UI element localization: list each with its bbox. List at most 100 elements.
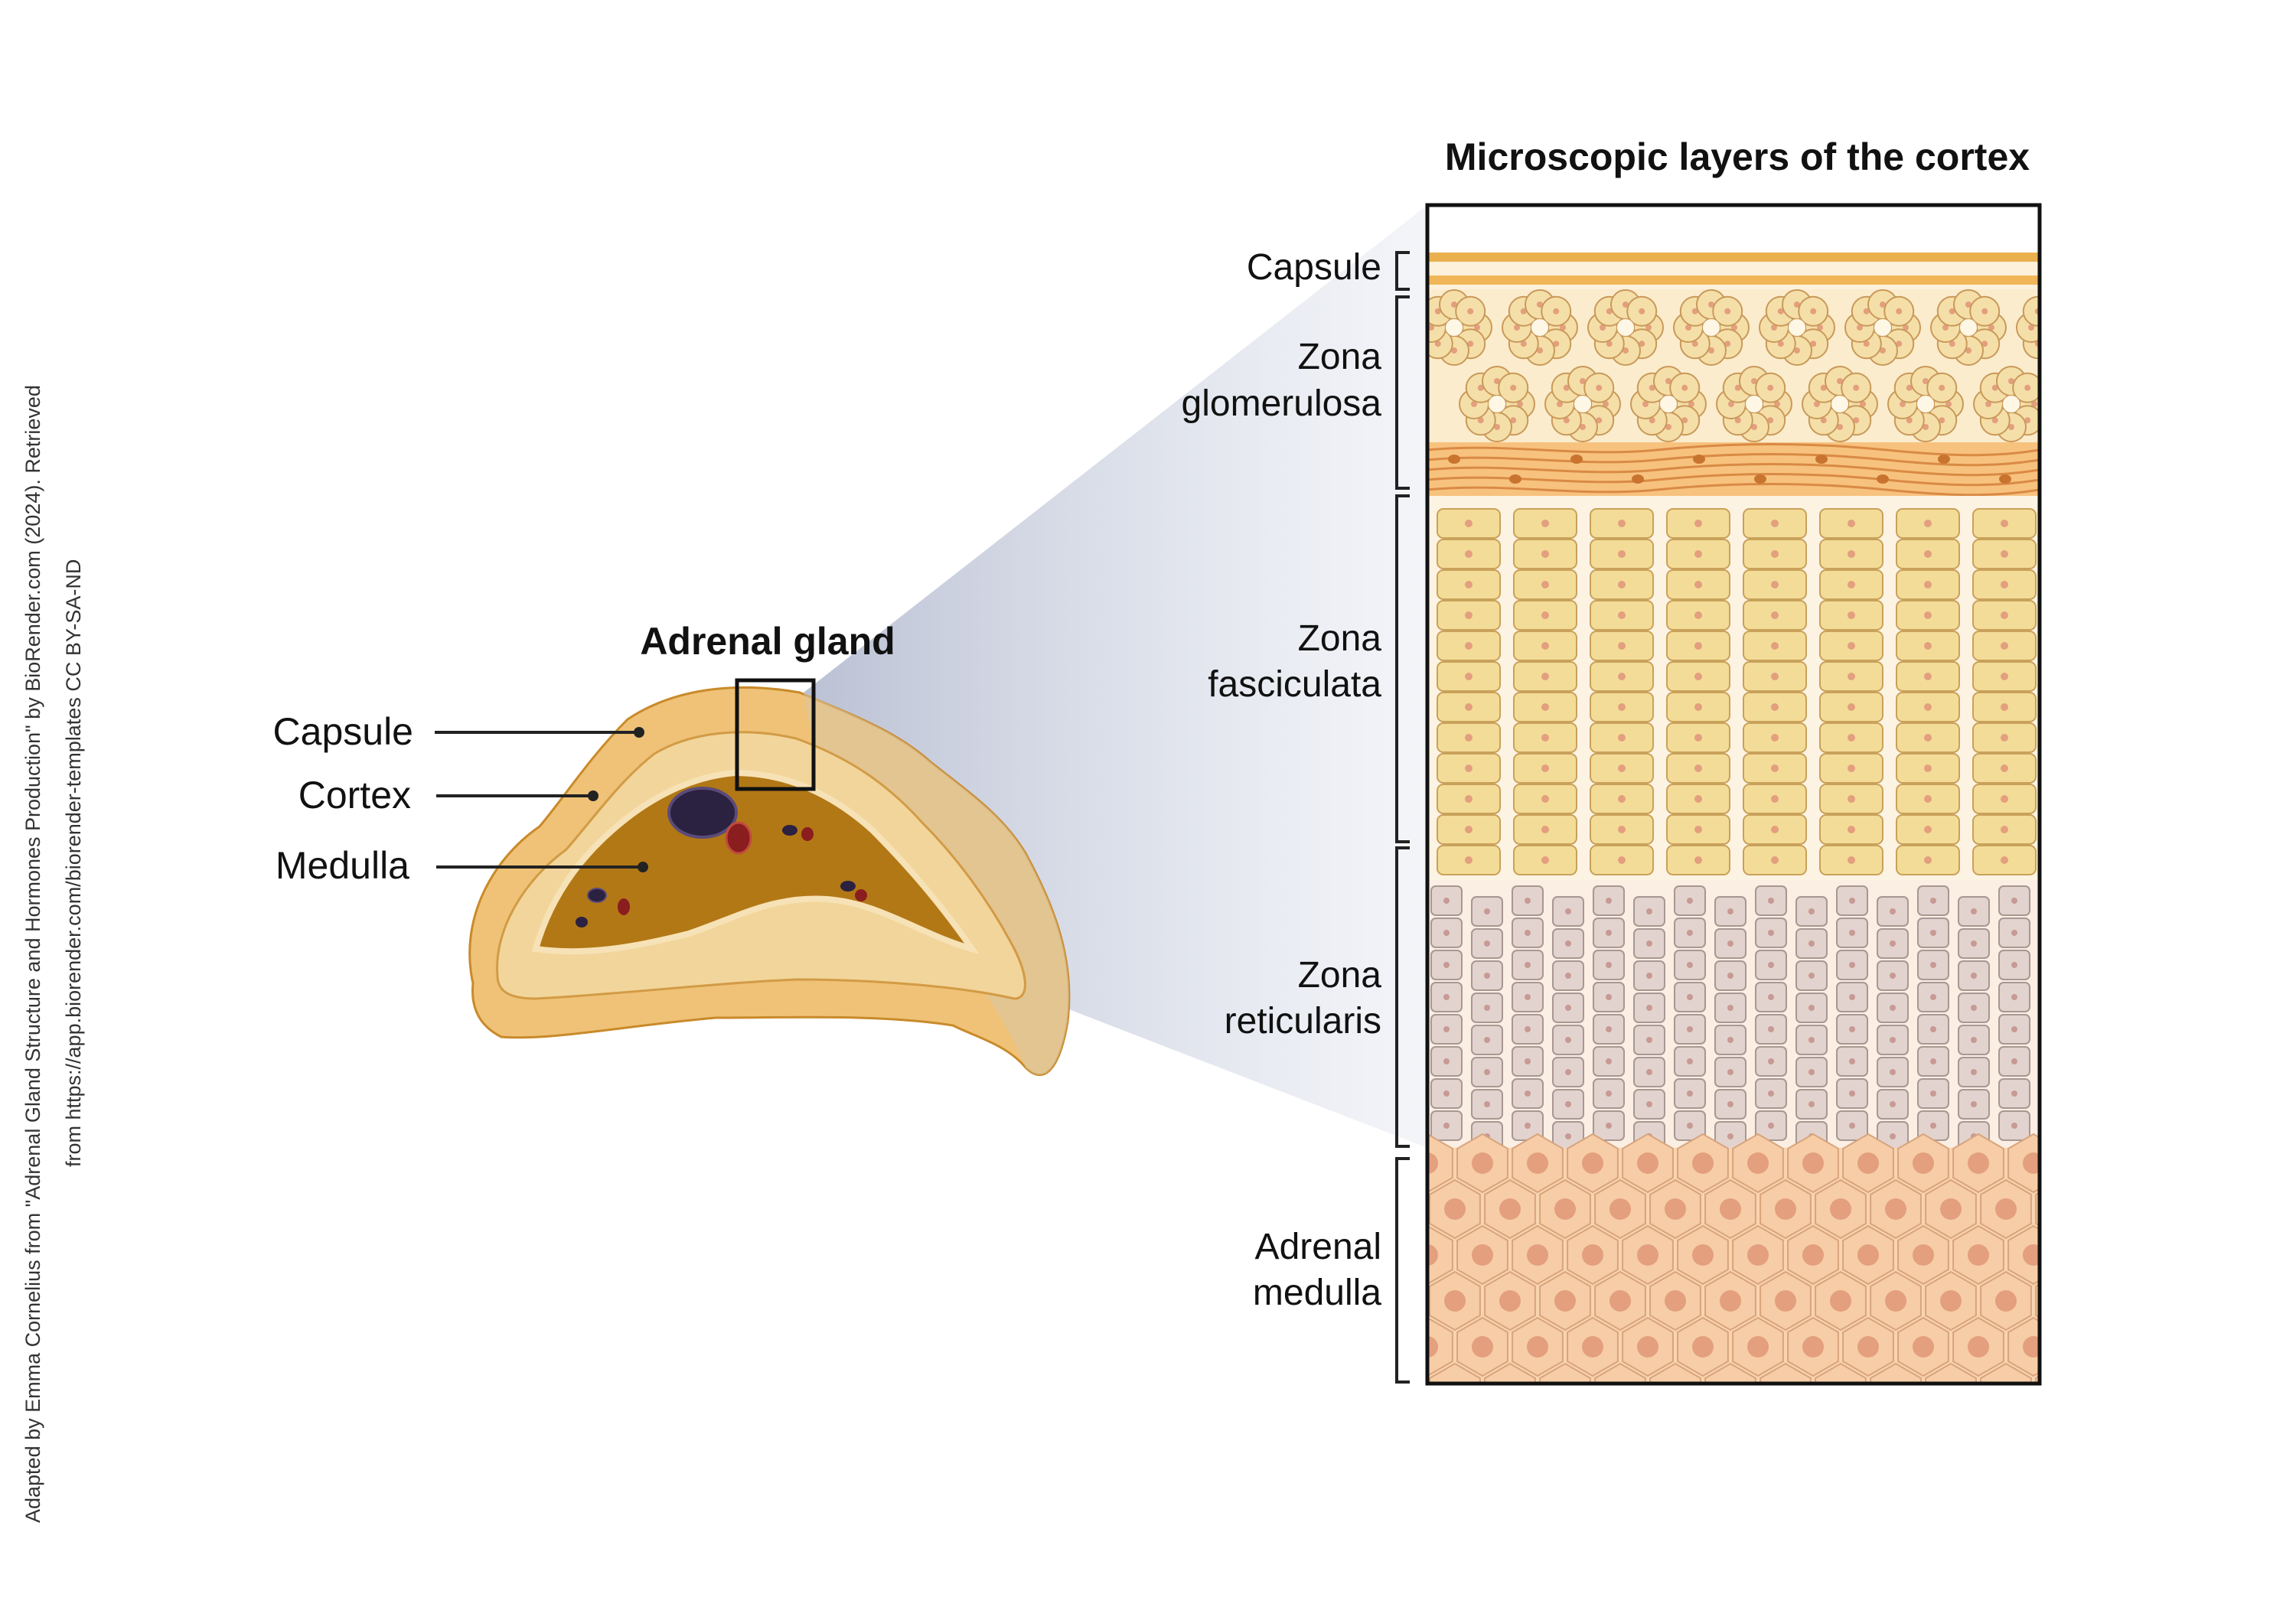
fibroblast-nucleus	[1877, 474, 1889, 484]
rosette-lumen	[1874, 319, 1891, 336]
cell-nucleus	[2011, 930, 2017, 936]
cell-nucleus	[1687, 1026, 1693, 1032]
cell-nucleus	[1444, 1290, 1466, 1312]
cell-nucleus	[1848, 795, 1855, 803]
cell-nucleus	[1443, 1090, 1450, 1097]
cell-nucleus	[1890, 973, 1896, 979]
central-vein	[669, 788, 736, 837]
credit-note: Adapted by Emma Cornelius from "Adrenal …	[21, 385, 85, 1523]
cell-nucleus	[1639, 308, 1645, 315]
cell-nucleus	[1541, 550, 1549, 558]
cell-nucleus	[1541, 581, 1549, 588]
cell-nucleus	[1968, 1336, 1989, 1358]
cell-nucleus	[1808, 973, 1815, 979]
cell-nucleus	[1692, 1336, 1714, 1358]
cell-nucleus	[1525, 962, 1531, 968]
cell-nucleus	[2001, 703, 2008, 711]
cell-nucleus	[1913, 1152, 1934, 1174]
cell-nucleus	[1808, 1101, 1815, 1107]
cell-nucleus	[1665, 1198, 1686, 1220]
cell-nucleus	[1565, 1069, 1571, 1075]
cell-nucleus	[1609, 1198, 1631, 1220]
cell-nucleus	[1768, 994, 1774, 1000]
cell-nucleus	[1694, 550, 1702, 558]
cell-nucleus	[1810, 308, 1816, 315]
cell-nucleus	[1596, 385, 1602, 391]
cell-nucleus	[2001, 734, 2008, 742]
cell-nucleus	[1849, 1090, 1855, 1097]
fibroblast-nucleus	[1570, 455, 1583, 464]
cell-nucleus	[1687, 962, 1693, 968]
cell-nucleus	[1808, 1005, 1815, 1011]
cell-nucleus	[1694, 611, 1702, 619]
cell-nucleus	[1618, 581, 1626, 588]
cell-nucleus	[1606, 1123, 1612, 1129]
cell-nucleus	[1606, 1090, 1612, 1097]
cell-nucleus	[1484, 1101, 1490, 1107]
cell-nucleus	[1808, 1069, 1815, 1075]
rosette-lumen	[1960, 319, 1977, 336]
cell-nucleus	[1694, 581, 1702, 588]
cell-nucleus	[1618, 520, 1626, 527]
gland-title: Adrenal gland	[640, 620, 895, 663]
cell-nucleus	[1971, 908, 1977, 914]
cell-nucleus	[1565, 1101, 1571, 1107]
cell-nucleus	[1465, 764, 1473, 772]
cell-nucleus	[1768, 930, 1774, 936]
cell-nucleus	[1443, 962, 1450, 968]
cell-nucleus	[1687, 994, 1693, 1000]
cell-nucleus	[1465, 611, 1473, 619]
cell-nucleus	[1525, 1058, 1531, 1064]
cell-nucleus	[1849, 930, 1855, 936]
cell-nucleus	[2001, 764, 2008, 772]
vessel-dark	[840, 881, 856, 892]
layer-label-medulla-1: Adrenal	[1255, 1227, 1381, 1267]
cell-nucleus	[1694, 673, 1702, 680]
glomerulosa-cell	[2040, 290, 2069, 319]
cell-nucleus	[1727, 1069, 1733, 1075]
cell-nucleus	[1465, 703, 1473, 711]
cell-nucleus	[1565, 908, 1571, 914]
cell-nucleus	[1541, 703, 1549, 711]
cell-nucleus	[1924, 673, 1932, 680]
cell-nucleus	[1830, 1290, 1851, 1312]
glomerulosa-cell	[2082, 367, 2112, 396]
cell-nucleus	[1853, 385, 1859, 391]
rosette-lumen	[2089, 396, 2105, 412]
cell-nucleus	[1727, 908, 1733, 914]
cell-nucleus	[1848, 611, 1855, 619]
cell-nucleus	[1646, 940, 1652, 947]
cell-nucleus	[2071, 401, 2077, 407]
cell-nucleus	[1606, 994, 1612, 1000]
rosette-lumen	[1489, 396, 1505, 412]
rosette-lumen	[2046, 319, 2063, 336]
rosette-lumen	[1617, 319, 1634, 336]
cell-nucleus	[1971, 1005, 1977, 1011]
cell-nucleus	[1646, 1069, 1652, 1075]
cell-nucleus	[1771, 611, 1779, 619]
cell-nucleus	[1618, 611, 1626, 619]
glomerulosa-cell	[2066, 373, 2095, 403]
cell-nucleus	[1849, 1123, 1855, 1129]
rosette-lumen	[1660, 396, 1677, 412]
cell-nucleus	[1554, 1290, 1576, 1312]
fibroblast-nucleus	[1815, 455, 1828, 464]
cell-nucleus	[1930, 962, 1936, 968]
cell-nucleus	[1890, 1005, 1896, 1011]
cell-nucleus	[1510, 385, 1516, 391]
cell-nucleus	[1802, 1152, 1824, 1174]
capsule-layer	[1427, 253, 2040, 262]
cell-nucleus	[1924, 611, 1932, 619]
cell-nucleus	[2011, 962, 2017, 968]
cell-nucleus	[1968, 1152, 1989, 1174]
glomerulosa-cell	[2066, 406, 2095, 435]
cell-nucleus	[1930, 898, 1936, 904]
medulla-dot	[638, 862, 648, 872]
cell-nucleus	[2110, 417, 2116, 423]
cell-nucleus	[1848, 581, 1855, 588]
cell-nucleus	[1606, 962, 1612, 968]
cell-nucleus	[1771, 795, 1779, 803]
cell-nucleus	[1525, 930, 1531, 936]
cell-nucleus	[1646, 973, 1652, 979]
cell-nucleus	[1724, 308, 1730, 315]
